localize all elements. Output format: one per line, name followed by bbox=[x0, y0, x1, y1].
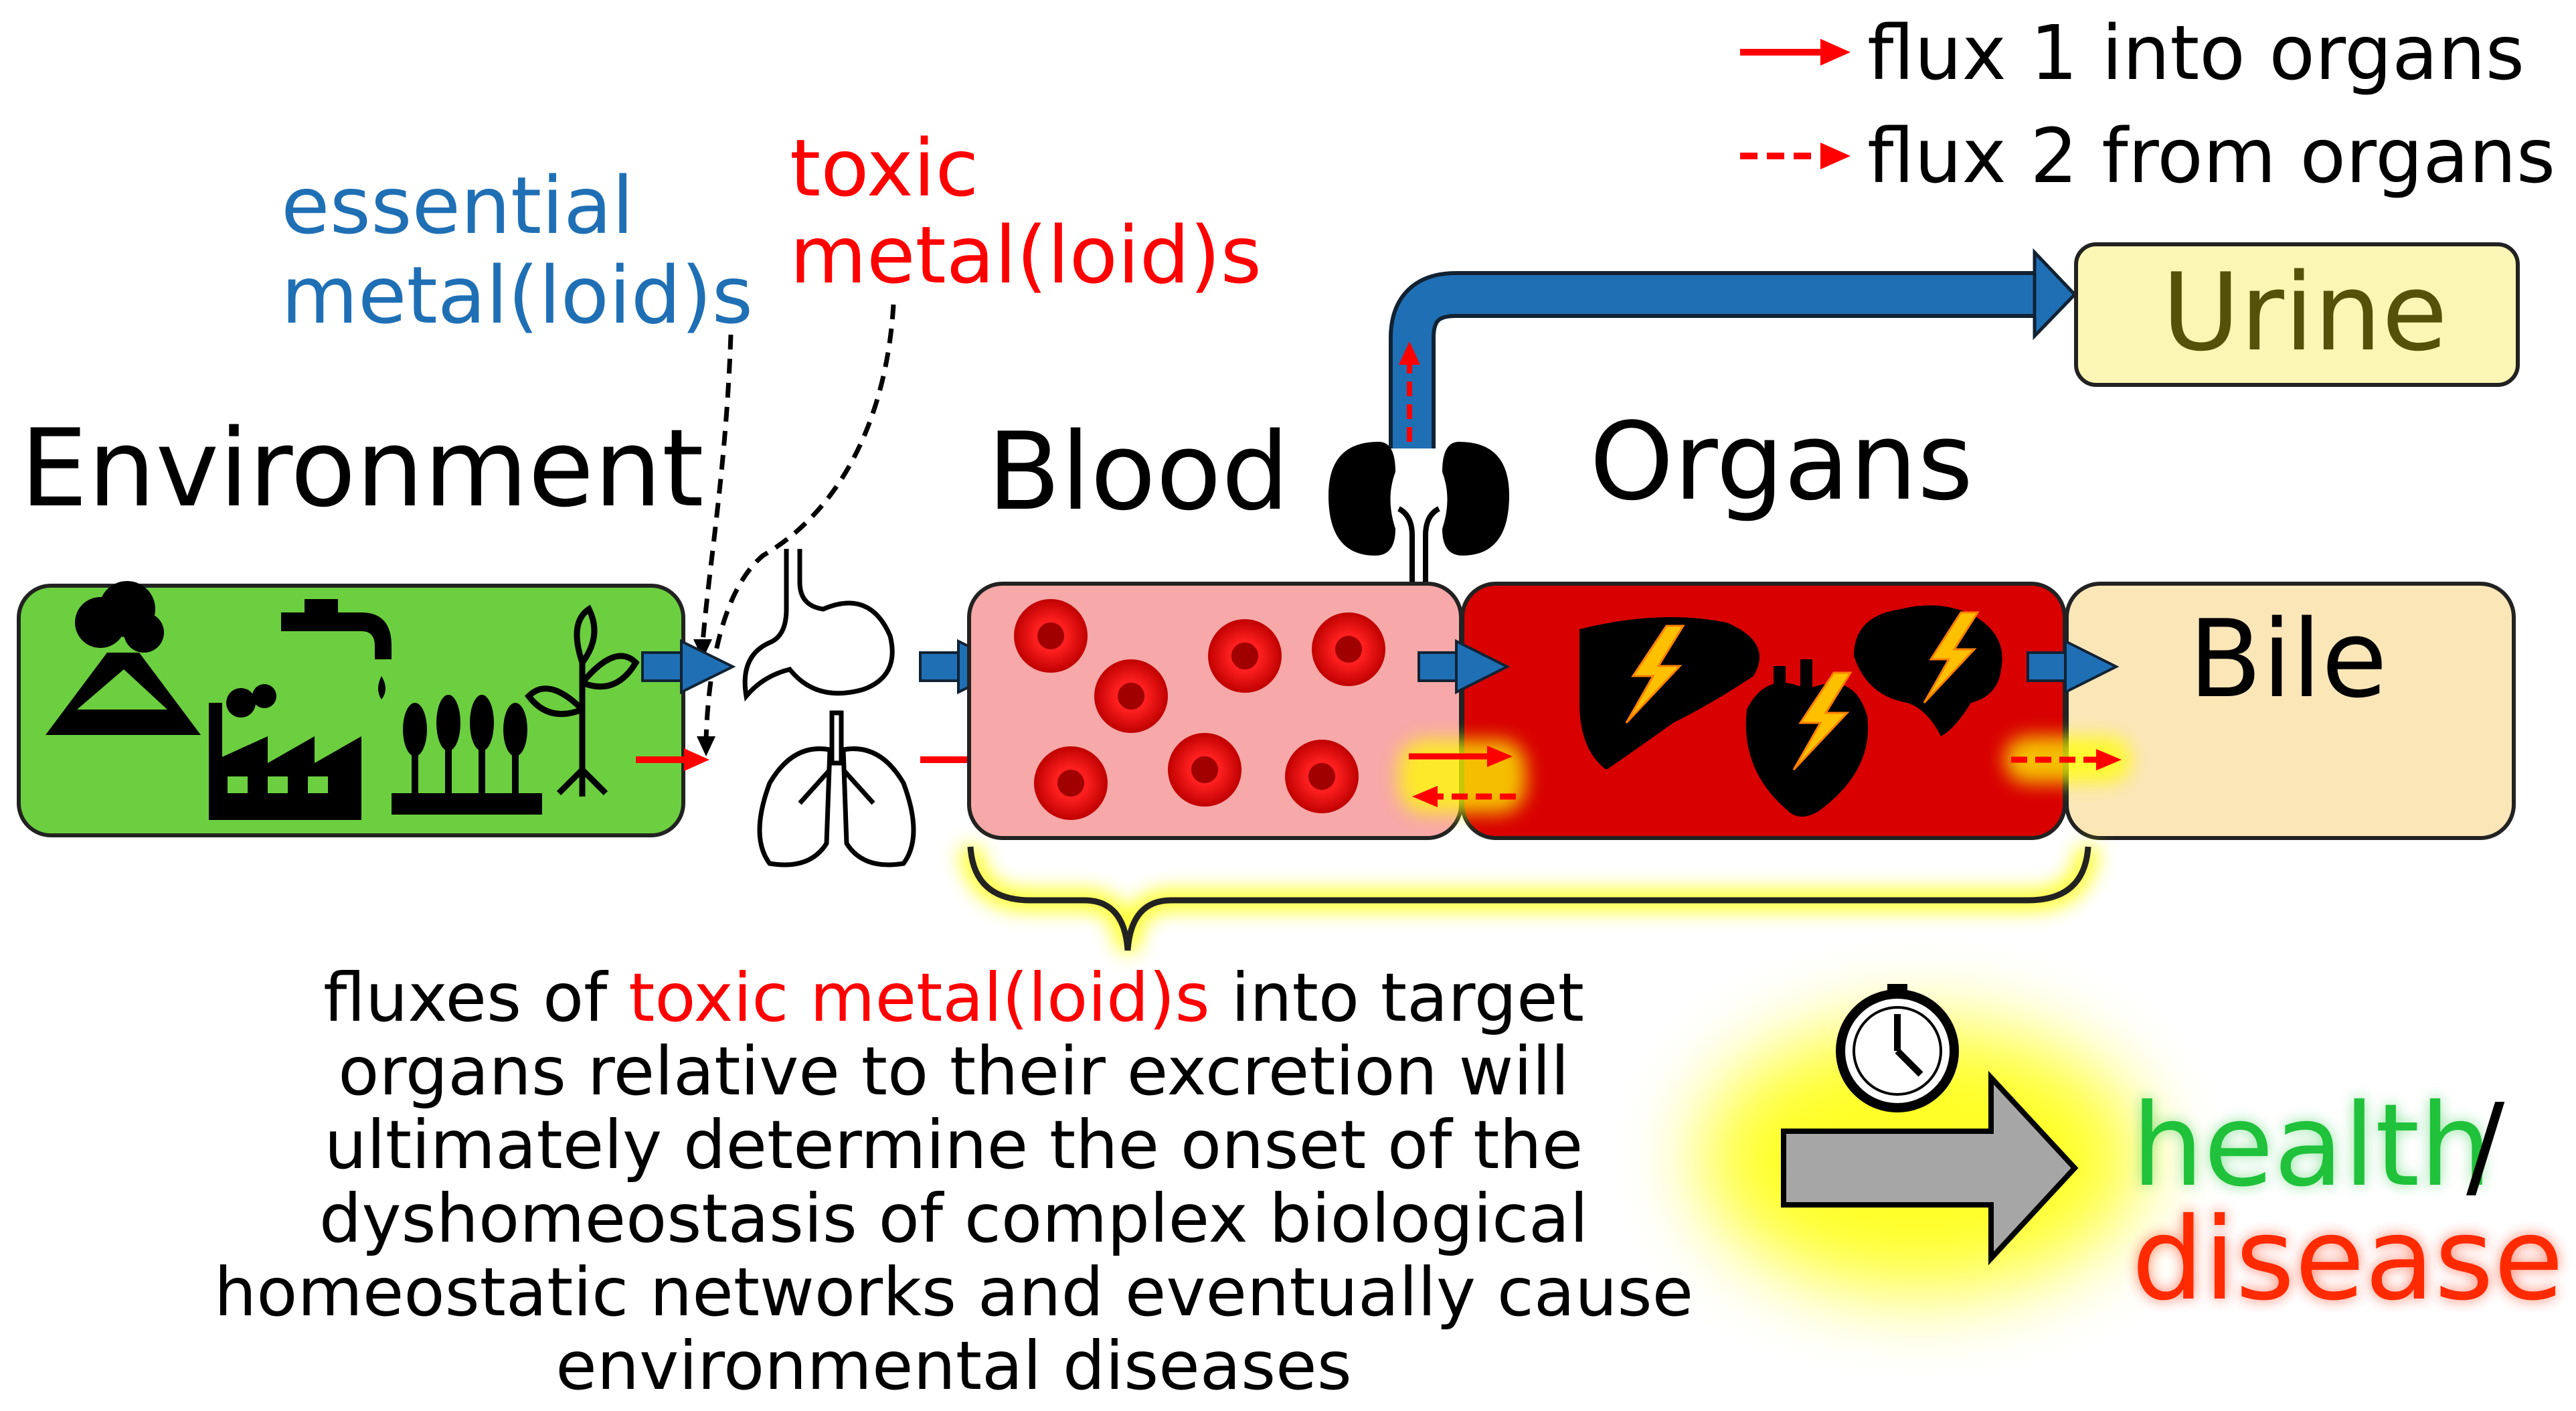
kidney-to-urine-arrow bbox=[1389, 248, 2077, 448]
blood-organ-exchange-arrows bbox=[1399, 740, 1526, 813]
liver-icon bbox=[1579, 617, 1759, 770]
essential-label-line1: essential bbox=[281, 159, 634, 252]
curly-brace bbox=[959, 845, 2099, 952]
plant-icon bbox=[525, 604, 640, 797]
bile-box: Bile bbox=[2065, 582, 2516, 840]
organs-heading: Organs bbox=[1590, 399, 1973, 524]
time-progression bbox=[1700, 984, 2142, 1292]
toxic-label-line1: toxic bbox=[790, 122, 978, 214]
outcome: health health / disease disease bbox=[2132, 1080, 2564, 1326]
slash-label: / bbox=[2466, 1080, 2505, 1212]
caption-line2: organs relative to their excretion will bbox=[338, 1032, 1569, 1110]
essential-leader-line bbox=[700, 334, 734, 643]
disease-glow: disease bbox=[2132, 1193, 2564, 1326]
blood-box bbox=[967, 582, 1463, 840]
env-essential-arrow bbox=[641, 639, 736, 695]
urine-box: Urine bbox=[2074, 242, 2520, 387]
bile-label: Bile bbox=[2188, 596, 2387, 722]
caption-line4: dyshomeostasis of complex biological bbox=[319, 1179, 1588, 1258]
brain-icon bbox=[1854, 605, 2002, 736]
progression-arrow bbox=[1781, 1070, 2079, 1266]
caption: fluxes of toxic metal(loid)s into target… bbox=[214, 959, 1693, 1405]
environment-box bbox=[17, 581, 685, 837]
lungs-icon bbox=[757, 710, 916, 867]
health-label: health bbox=[2132, 1080, 2492, 1212]
urine-label: Urine bbox=[2162, 250, 2448, 375]
factory-icon bbox=[209, 684, 361, 820]
lightning-icon bbox=[1625, 611, 1980, 771]
essential-label-line2: metal(loid)s bbox=[281, 249, 753, 341]
caption-line5: homeostatic networks and eventually caus… bbox=[214, 1253, 1693, 1331]
caption-line3: ultimately determine the onset of the bbox=[325, 1106, 1583, 1184]
health-glow: health bbox=[2132, 1080, 2492, 1212]
organs-box bbox=[1460, 582, 2067, 840]
legend: flux 1 into organs flux 2 from organs bbox=[1725, 10, 2555, 200]
red-blood-cell-icon bbox=[1014, 599, 1385, 820]
stomach-icon bbox=[742, 549, 895, 702]
caption-line1: fluxes of toxic metal(loid)s into target bbox=[323, 959, 1584, 1037]
blood-heading: Blood bbox=[987, 409, 1290, 534]
legend-flux1-label: flux 1 into organs bbox=[1867, 10, 2524, 97]
clock-icon bbox=[1836, 984, 1959, 1112]
organs-to-bile-arrow bbox=[2027, 639, 2120, 695]
environment-heading: Environment bbox=[20, 406, 704, 531]
organs-to-bile-flux2-arrow bbox=[2004, 736, 2132, 783]
caption-line6: environmental diseases bbox=[555, 1327, 1352, 1405]
faucet-icon bbox=[281, 599, 392, 699]
crops-icon bbox=[392, 695, 542, 815]
legend-flux2-label: flux 2 from organs bbox=[1867, 113, 2555, 200]
disease-label: disease bbox=[2132, 1193, 2564, 1326]
env-toxic-arrow bbox=[636, 748, 709, 771]
blood-to-organs-arrow bbox=[1418, 639, 1511, 695]
toxic-leader-line bbox=[703, 304, 896, 740]
kidney-icon bbox=[1328, 442, 1509, 589]
toxic-label-line2: metal(loid)s bbox=[790, 209, 1262, 301]
volcano-icon bbox=[46, 581, 201, 735]
